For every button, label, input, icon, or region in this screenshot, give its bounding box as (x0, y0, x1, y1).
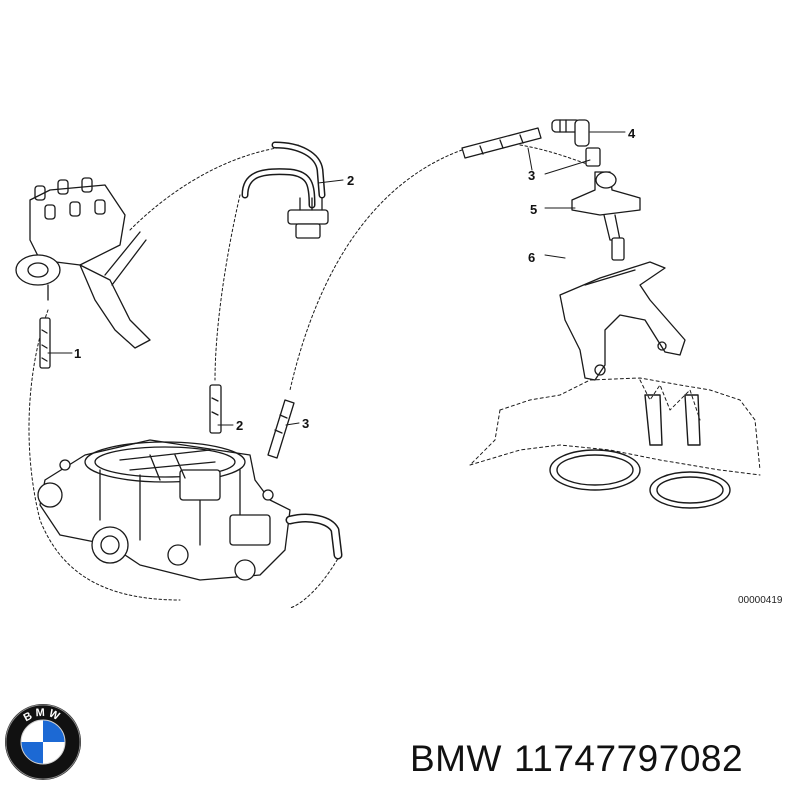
carburetor-hose (285, 513, 343, 560)
bmw-logo: BMW (5, 704, 81, 780)
leader-lines (47, 131, 626, 426)
callout-4: 4 (628, 126, 636, 141)
hose-2-upper (241, 141, 329, 239)
callout-2-upper: 2 (347, 173, 354, 188)
callout-labels: 1 2 2 3 3 4 5 6 (74, 126, 636, 433)
callout-2-lower: 2 (236, 418, 243, 433)
bracket (559, 261, 686, 381)
parts-diagram: 1 2 2 3 3 4 5 6 (15, 119, 761, 609)
routing-lines (28, 144, 591, 609)
part-caption: BMW 11747797082 (410, 738, 743, 780)
svg-text:BMW: BMW (22, 707, 65, 725)
carburetor (37, 439, 291, 581)
callout-3-lower: 3 (302, 416, 309, 431)
engine-gaskets (549, 394, 731, 509)
callout-1: 1 (74, 346, 81, 361)
elbow-fitting (551, 119, 601, 167)
hose-3-upper (461, 127, 542, 159)
callout-6: 6 (528, 250, 535, 265)
engine-block (469, 377, 761, 476)
brand-name: BMW (410, 738, 502, 779)
hose-1 (39, 317, 51, 369)
hose-3-lower (267, 399, 295, 459)
hose-2-lower (209, 384, 222, 434)
vacuum-unit (571, 171, 641, 261)
callout-3-upper: 3 (528, 168, 535, 183)
drawing-id: 00000419 (738, 595, 783, 606)
distributor (15, 177, 151, 349)
part-number: 11747797082 (513, 738, 744, 779)
callout-5: 5 (530, 202, 537, 217)
